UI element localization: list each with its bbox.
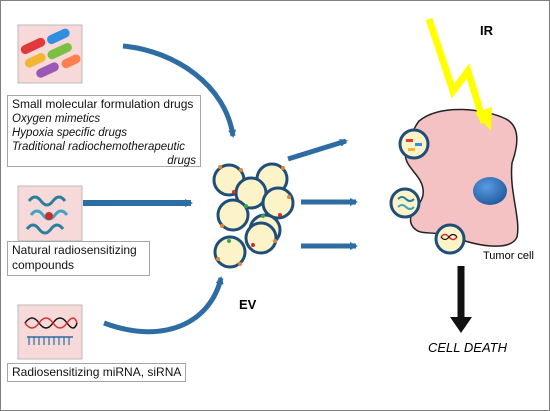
drugs-item-traditional: Traditional radiochemotherapeutic (12, 141, 186, 153)
rna-text-box: Radiosensitizing miRNA, siRNA (7, 363, 186, 382)
drugs-text-box: Small molecular formulation drugs Oxygen… (7, 95, 201, 167)
natural-line-1: Natural radiosensitizing (12, 243, 137, 257)
arrow-ev-to-cell-top (287, 138, 348, 162)
natural-line-2: compounds (12, 258, 75, 272)
tumor-cell-label: Tumor cell (483, 250, 534, 262)
tumor-cell (404, 108, 519, 247)
ir-label: IR (480, 23, 493, 38)
rna-label: Radiosensitizing miRNA, siRNA (12, 365, 182, 379)
drugs-item-traditional-cont: drugs (167, 155, 196, 167)
drugs-title: Small molecular formulation drugs (12, 97, 194, 111)
drugs-item-oxygen-mimetics: Oxygen mimetics (12, 113, 101, 125)
natural-text-box: Natural radiosensitizing compounds (7, 241, 150, 276)
ev-docked-top (398, 128, 430, 160)
ir-lightning-icon (425, 17, 488, 125)
pills-icon (17, 24, 83, 84)
protein-structure-icon (17, 185, 83, 242)
cell-death-label: CELL DEATH (428, 340, 507, 355)
drugs-item-hypoxia: Hypoxia specific drugs (12, 127, 128, 139)
cell-death-arrow-head (450, 317, 472, 333)
ir-lightning-tip (475, 107, 492, 131)
tumor-nucleus (473, 177, 507, 205)
arrow-drugs-to-ev (122, 43, 237, 138)
ev-cluster (212, 162, 295, 269)
arrow-rna-to-ev (103, 276, 224, 335)
rna-strand-icon (17, 304, 83, 360)
ev-label: EV (239, 297, 257, 312)
ev-docked-bottom (434, 223, 466, 255)
ev-docked-middle (389, 187, 421, 219)
